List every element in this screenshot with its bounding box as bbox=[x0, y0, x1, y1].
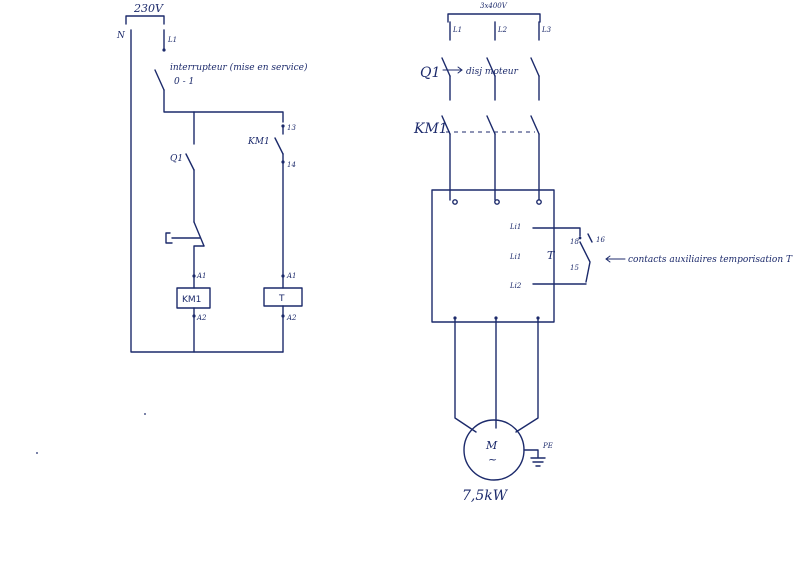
pushbutton-contact bbox=[193, 221, 205, 247]
phase-l2: L2 bbox=[497, 26, 508, 34]
input-terminal bbox=[536, 199, 542, 205]
phase-lines-top bbox=[449, 21, 540, 41]
coil-km1-a2: A2 bbox=[196, 314, 207, 322]
km1-contactor-poles bbox=[441, 115, 540, 135]
terminal-dot bbox=[162, 48, 166, 52]
neutral-rail bbox=[130, 29, 284, 353]
aux-18: 18 bbox=[570, 238, 579, 246]
coil-t-a2: A2 bbox=[286, 314, 297, 322]
contact-14: 14 bbox=[287, 161, 296, 169]
aux-contact bbox=[587, 233, 593, 243]
aux-arrow bbox=[605, 255, 626, 263]
q1-label: Q1 bbox=[170, 154, 183, 164]
motor-type: ~ bbox=[488, 453, 497, 466]
switch-positions: 0 - 1 bbox=[174, 77, 194, 87]
input-terminal bbox=[494, 199, 500, 205]
pushbutton-actuator bbox=[165, 232, 201, 244]
motor-power: 7,5kW bbox=[462, 488, 509, 504]
starter-box bbox=[431, 189, 555, 323]
contact-13: 13 bbox=[287, 124, 296, 132]
control-supply-voltage: 230V bbox=[133, 2, 164, 15]
supply-bracket bbox=[125, 15, 165, 25]
switch-label: interrupteur (mise en service) bbox=[170, 62, 308, 73]
input-li1-mid: Li1 bbox=[509, 253, 521, 261]
power-circuit: 3x400V L1 L2 L3 Q1 disj moteur KM1 Li1 L… bbox=[413, 2, 793, 504]
aux-contacts-label: contacts auxiliaires temporisation T bbox=[628, 255, 793, 265]
ink-speck bbox=[144, 413, 146, 415]
pushbutton-wire bbox=[193, 245, 205, 277]
input-li2: Li2 bbox=[509, 282, 522, 290]
top-rail bbox=[163, 89, 284, 123]
coil-km1-a1: A1 bbox=[196, 272, 207, 280]
phase-l1: L1 bbox=[452, 26, 462, 34]
phase-lines-low bbox=[449, 133, 540, 201]
coil-t-a1: A1 bbox=[286, 272, 297, 280]
phase-lines-mid bbox=[449, 75, 540, 101]
power-supply-voltage: 3x400V bbox=[480, 2, 508, 10]
phase-label: L1 bbox=[167, 36, 177, 44]
coil-t-label: T bbox=[278, 294, 285, 304]
control-circuit: 230V N L1 interrupteur (mise en service)… bbox=[116, 2, 308, 353]
main-switch-blade bbox=[154, 69, 165, 91]
aux-15: 15 bbox=[570, 264, 579, 272]
q1-breaker-poles bbox=[441, 57, 540, 77]
km1-contact-label: KM1 bbox=[247, 137, 270, 147]
power-supply-bracket bbox=[447, 13, 541, 23]
power-q1-label: Q1 bbox=[420, 65, 440, 81]
km1-contact-blade bbox=[274, 137, 284, 155]
power-km1-label: KM1 bbox=[413, 121, 448, 137]
q1-arrow bbox=[442, 66, 463, 74]
motor-label: M bbox=[485, 439, 498, 452]
ink-speck bbox=[36, 452, 38, 454]
timer-label: T bbox=[547, 249, 556, 262]
motor-lead-u bbox=[454, 317, 477, 433]
terminal-dot bbox=[192, 314, 196, 318]
neutral-label: N bbox=[116, 31, 126, 41]
q1-description: disj moteur bbox=[466, 67, 519, 77]
terminal-dot bbox=[281, 314, 285, 318]
phase-l3: L3 bbox=[541, 26, 552, 34]
aux-16: 16 bbox=[596, 236, 605, 244]
motor-lead-w bbox=[515, 317, 539, 433]
earth-label: PE bbox=[542, 442, 553, 450]
q1-contact-blade bbox=[185, 153, 195, 171]
input-terminal bbox=[452, 199, 458, 205]
input-li1-top: Li1 bbox=[509, 223, 521, 231]
terminal-dot bbox=[281, 160, 285, 164]
aux-wire-top bbox=[532, 227, 581, 237]
coil-km1-label: KM1 bbox=[182, 295, 201, 305]
earth-symbol bbox=[523, 449, 546, 467]
